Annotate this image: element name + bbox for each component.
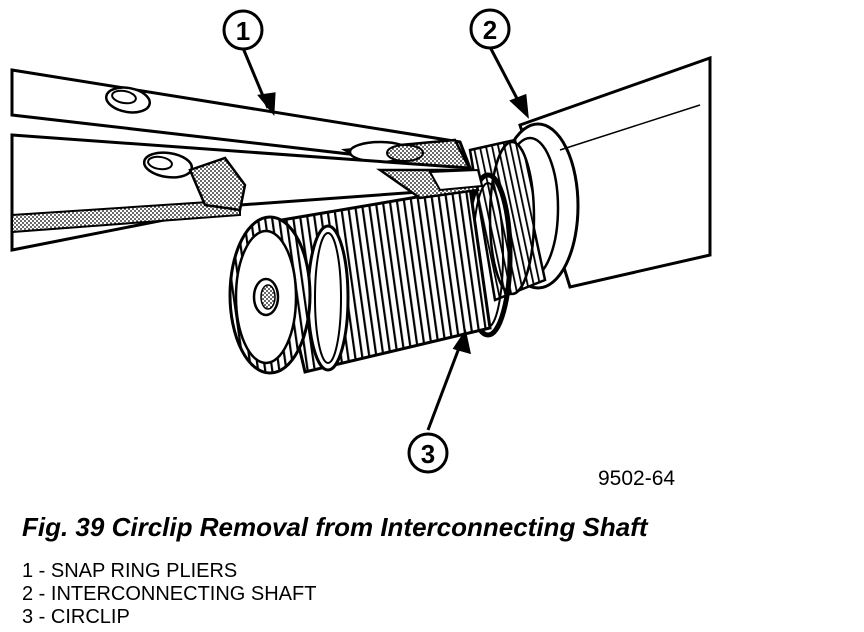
leader-lines xyxy=(241,46,529,431)
legend: 1 - SNAP RING PLIERS 2 - INTERCONNECTING… xyxy=(22,560,316,629)
legend-item-interconnecting-shaft: 2 - INTERCONNECTING SHAFT xyxy=(22,583,317,605)
figure-caption: Fig. 39 Circlip Removal from Interconnec… xyxy=(22,512,648,542)
callout-3: 3 xyxy=(407,432,449,474)
callout-3-label: 3 xyxy=(421,439,435,469)
callout-2: 2 xyxy=(469,8,511,50)
leader-arrow-3 xyxy=(452,329,471,355)
figure-code: 9502-64 xyxy=(598,467,675,490)
circlip-removal-illustration: 1 2 3 9502-64 xyxy=(10,8,712,490)
callout-2-label: 2 xyxy=(483,15,497,45)
leader-arrow-2 xyxy=(509,93,529,119)
leader-line-3 xyxy=(426,339,464,431)
callout-1-label: 1 xyxy=(236,16,250,46)
legend-item-snap-ring-pliers: 1 - SNAP RING PLIERS xyxy=(22,560,238,582)
leader-arrow-1 xyxy=(257,92,276,116)
legend-item-circlip: 3 - CIRCLIP xyxy=(22,606,130,628)
callout-1: 1 xyxy=(222,9,264,51)
snap-ring-pliers xyxy=(10,68,484,252)
splined-shaft-end xyxy=(228,186,492,375)
